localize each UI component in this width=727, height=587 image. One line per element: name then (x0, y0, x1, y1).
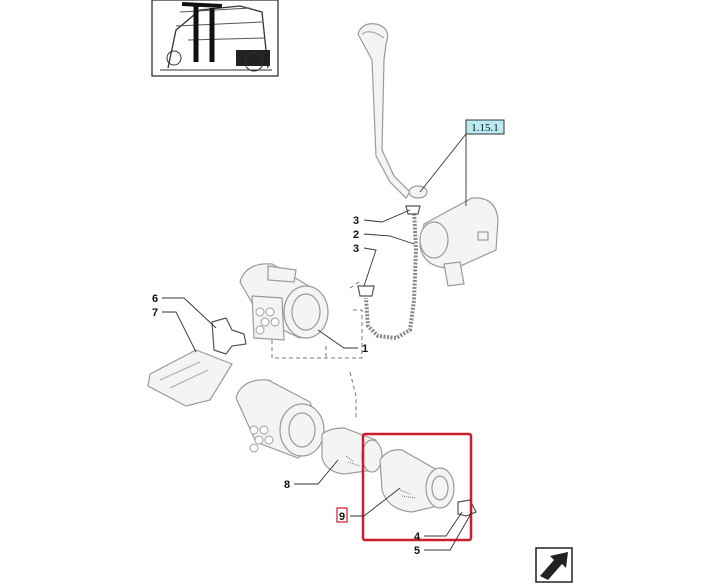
svg-text:1.15.1: 1.15.1 (471, 122, 499, 134)
callout-8: 8 (284, 479, 290, 491)
leader-9 (350, 487, 401, 517)
tractor-cab-icon (151, 0, 279, 77)
outer-filter-9 (379, 449, 455, 513)
air-filter-housing-1 (239, 263, 329, 341)
callout-2: 2 (353, 229, 359, 241)
dashed-assembly-line (271, 279, 363, 359)
leader-3a (363, 209, 411, 223)
callout-6: 6 (152, 293, 158, 305)
callout-3-upper: 3 (353, 215, 359, 227)
callout-7: 7 (152, 307, 158, 319)
leader-ref (419, 133, 467, 206)
pre-cleaner (419, 197, 499, 287)
reference-label[interactable]: 1.15.1 (465, 119, 505, 135)
leader-5 (424, 511, 473, 551)
callout-1: 1 (362, 343, 368, 355)
leader-4 (424, 511, 463, 537)
leader-6 (162, 297, 217, 329)
callout-4: 4 (414, 531, 421, 543)
bracket-6 (211, 317, 247, 355)
callout-9: 9 (339, 511, 345, 523)
clamp-3-lower (357, 285, 375, 297)
leader-1 (317, 329, 358, 349)
leader-8 (294, 459, 339, 485)
callout-9-highlight (336, 507, 348, 523)
air-filter-housing-lower (235, 379, 325, 459)
cover-7 (147, 349, 233, 407)
intake-pipe (357, 23, 428, 199)
leader-3b (363, 247, 377, 287)
leader-7 (162, 311, 197, 353)
hose-2 (364, 209, 419, 341)
leader-2 (363, 233, 415, 245)
callout-5: 5 (414, 545, 420, 557)
clamp-3-upper (405, 205, 421, 215)
callout-3-lower: 3 (353, 243, 359, 255)
highlight-box (361, 432, 473, 542)
next-page-arrow-icon[interactable] (535, 547, 573, 583)
